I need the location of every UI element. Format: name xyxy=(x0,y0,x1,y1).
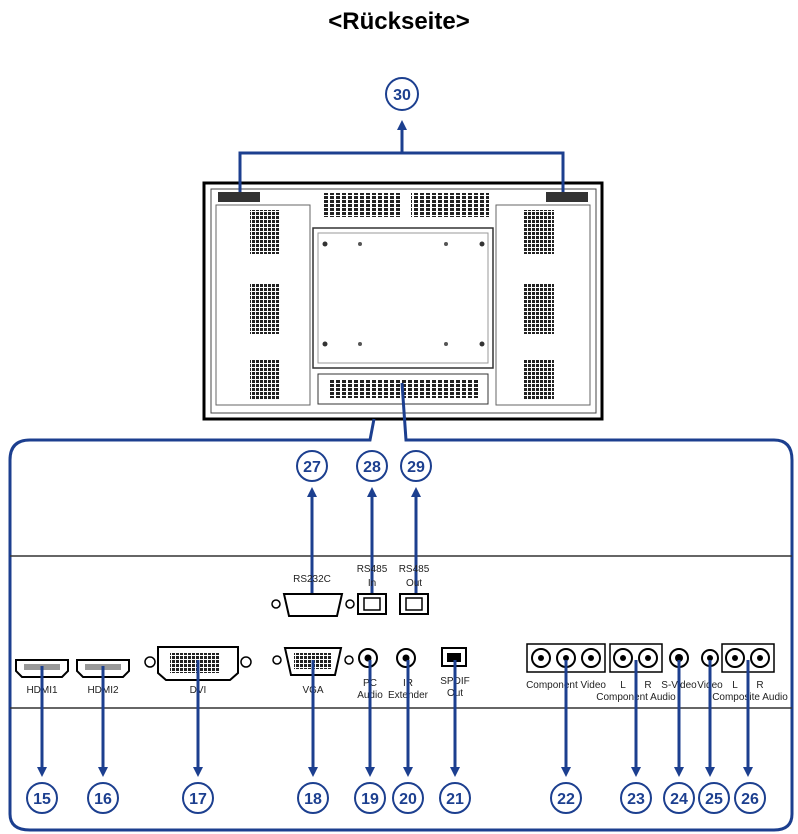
callout-15: 15 xyxy=(33,791,51,808)
callout-27: 27 xyxy=(303,459,321,476)
callout-21: 21 xyxy=(446,791,464,808)
label-comp-audio-l: L xyxy=(620,680,626,691)
label-rs485-in-a: RS485 xyxy=(357,564,388,575)
callout-17: 17 xyxy=(189,791,207,808)
callout-18: 18 xyxy=(304,791,322,808)
callout-26: 26 xyxy=(741,791,759,808)
top-callouts xyxy=(296,450,432,600)
bottom-arrows xyxy=(26,660,766,814)
callout-22: 22 xyxy=(557,791,575,808)
callout-29: 29 xyxy=(407,459,425,476)
callout-25: 25 xyxy=(705,791,723,808)
callout-19: 19 xyxy=(361,791,379,808)
callout-28: 28 xyxy=(363,459,381,476)
callout-30: 30 xyxy=(393,87,411,104)
label-composite-audio: Composite Audio xyxy=(712,692,788,703)
label-rs485-in-b: In xyxy=(368,578,376,589)
label-comp-audio-r: R xyxy=(644,680,651,691)
bottom-connectors xyxy=(15,643,775,681)
callout-30-bracket xyxy=(238,77,565,192)
callout-24: 24 xyxy=(670,791,688,808)
page-title: <Rückseite> xyxy=(328,8,470,35)
io-detail-panel xyxy=(8,382,794,832)
callout-23: 23 xyxy=(627,791,645,808)
label-rs485-out-b: Out xyxy=(406,578,422,589)
label-rs485-out-a: RS485 xyxy=(399,564,430,575)
callout-20: 20 xyxy=(399,791,417,808)
monitor-rear xyxy=(202,181,604,421)
label-composite-l: L xyxy=(732,680,738,691)
label-composite-r: R xyxy=(756,680,763,691)
serial-ports xyxy=(271,593,429,617)
callout-16: 16 xyxy=(94,791,112,808)
label-rs232c: RS232C xyxy=(293,574,331,585)
